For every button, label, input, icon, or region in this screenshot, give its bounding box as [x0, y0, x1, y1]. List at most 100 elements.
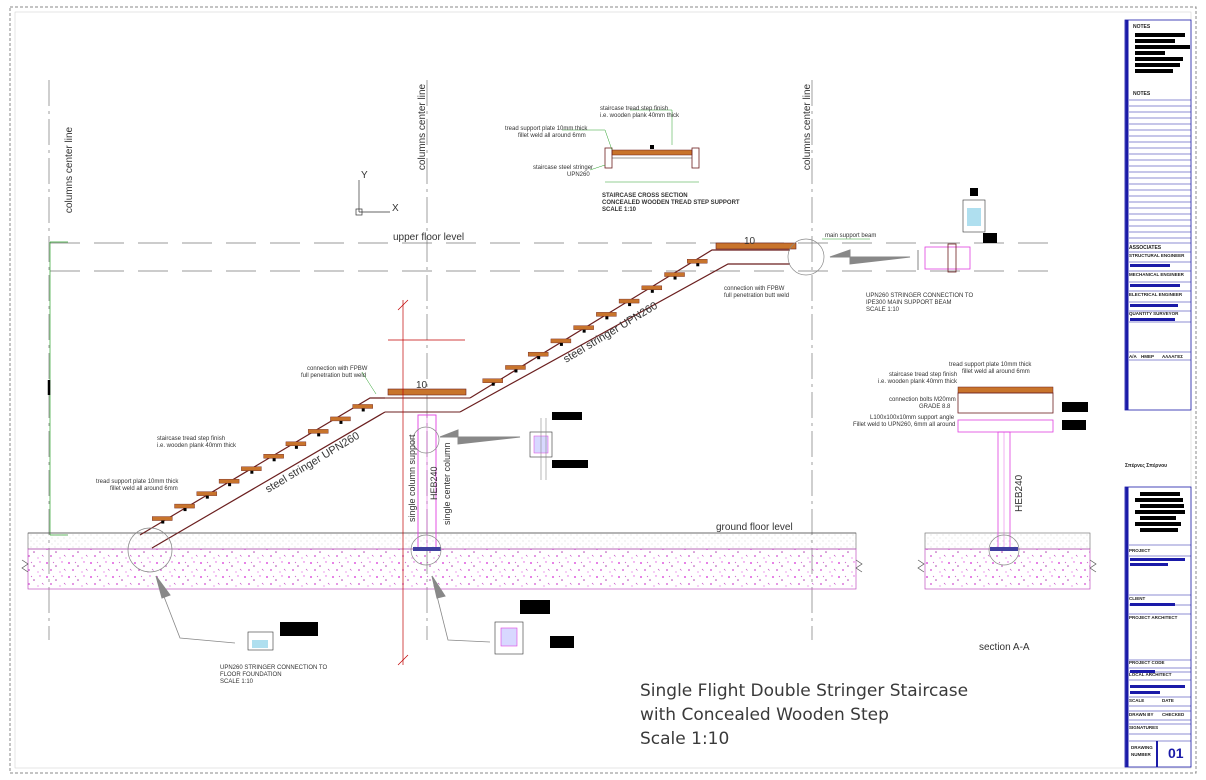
cs-stringer-2: UPN260 — [567, 172, 590, 178]
tb-stamp: Σπέρνες Σπέρνου — [1125, 463, 1167, 469]
column-heb-left-label: HEB240 — [429, 466, 439, 500]
redaction-bar — [1135, 522, 1181, 526]
tread-bolt — [582, 329, 586, 333]
tb-signatures: SIGNATURES — [1129, 725, 1158, 730]
beam-conn-line1: UPN260 STRINGER CONNECTION TO — [866, 293, 973, 299]
redaction-bar — [1140, 504, 1184, 508]
tread-step — [687, 259, 708, 264]
ground-slab — [21, 532, 1097, 590]
redaction-bar — [1135, 498, 1183, 502]
tread-step — [596, 312, 617, 317]
redaction-bar — [1130, 558, 1185, 561]
redaction-bar — [1130, 685, 1185, 688]
column-center-line-label-2: columns center line — [417, 83, 428, 170]
tread-step — [527, 351, 549, 357]
foundation-connection-detail — [247, 600, 574, 655]
fpbw-top-2: full penetration butt weld — [724, 293, 789, 299]
main-support-beam-label: main support beam — [825, 233, 876, 239]
title-block-lines — [1129, 99, 1191, 767]
tb-mechanical: MECHANICAL ENGINEER — [1129, 272, 1185, 277]
tb-quantity: QUANTITY SURVEYOR — [1129, 311, 1179, 316]
tread-bolt — [696, 263, 700, 267]
cs-stringer-1: staircase steel stringer — [533, 165, 593, 171]
tb-project: PROJECT — [1129, 548, 1151, 553]
column-connection-detail — [529, 412, 588, 480]
ucs-axis-icon — [355, 180, 390, 216]
redaction-bar — [1135, 39, 1175, 43]
cross-section-detail — [562, 109, 700, 183]
redaction-bar — [1135, 45, 1190, 49]
axis-y-label: Y — [361, 170, 368, 181]
tb-scale: SCALE — [1129, 698, 1144, 703]
top-tread — [715, 242, 797, 250]
sa-bolts-2: GRADE 8.8 — [919, 404, 951, 410]
tread-step — [664, 272, 685, 277]
sa-angle-1: L100x100x10mm support angle — [870, 415, 955, 421]
sa-angle-2: Fillet weld to UPN260, 6mm all around — [853, 422, 955, 428]
detail-arrows — [155, 249, 911, 644]
center-column — [410, 414, 442, 566]
cs-title-3: SCALE 1:10 — [602, 207, 637, 213]
tread-finish-1: staircase tread step finish — [157, 436, 225, 442]
ground-floor-level-label: ground floor level — [716, 522, 793, 533]
redaction-bar — [1130, 563, 1168, 566]
tread-step — [641, 285, 663, 291]
cs-title-2: CONCEALED WOODEN TREAD STEP SUPPORT — [602, 200, 740, 206]
tread-bolt — [250, 470, 254, 474]
tread-step — [482, 378, 503, 383]
column-support-label: single column support — [407, 434, 417, 522]
stringer-upper — [459, 249, 790, 413]
tb-notes-2: NOTES — [1133, 91, 1151, 97]
tb-local-architect: LOCAL ARCHITECT — [1129, 672, 1172, 677]
tb-date: DATE — [1162, 698, 1174, 703]
tread-support-1: tread support plate 10mm thick — [96, 479, 179, 485]
main-title-line1: Single Flight Double Stringer Staircase — [640, 681, 968, 701]
foundation-conn-line1: UPN260 STRINGER CONNECTION TO — [220, 665, 327, 671]
cs-finish-2: i.e. wooden plank 40mm thick — [600, 113, 680, 119]
title-block-redactions — [1130, 33, 1190, 694]
foundation-detail-circle — [127, 527, 173, 573]
sa-finish-1: staircase tread step finish — [889, 372, 957, 378]
beam-connection-detail — [917, 188, 997, 273]
main-title-line3: Scale 1:10 — [640, 729, 729, 749]
tread-step — [263, 454, 284, 459]
beam-detail-circle — [787, 238, 825, 276]
tread-step — [505, 365, 526, 370]
tread-step — [241, 466, 262, 471]
tb-checked: CHECKED — [1162, 712, 1185, 717]
column-center-lines — [48, 80, 813, 640]
redaction-bar — [1140, 492, 1180, 496]
axis-x-label: X — [392, 203, 399, 214]
tread-step — [550, 338, 572, 344]
redaction-bar — [1130, 318, 1175, 321]
tread-bolt — [650, 289, 654, 293]
beam-conn-line3: SCALE 1:10 — [866, 307, 900, 313]
redaction-bar — [1130, 284, 1180, 287]
fpbw-mid-2: full penetration butt weld — [301, 373, 366, 379]
tread-bolt — [628, 303, 632, 307]
upper-floor-lines — [50, 242, 1060, 272]
tread-bolt — [673, 276, 677, 280]
tb-electrical: ELECTRICAL ENGINEER — [1129, 292, 1183, 297]
tread-step — [174, 503, 195, 509]
sheet-border — [9, 6, 1197, 774]
redaction-bar — [1130, 264, 1170, 267]
title-block — [1124, 19, 1192, 768]
tread-step — [152, 516, 173, 521]
tread-bolt — [294, 445, 298, 449]
tread-bolt — [559, 342, 563, 346]
column-heb-right-label: HEB240 — [1014, 474, 1025, 512]
redaction-bar — [1130, 691, 1160, 694]
fpbw-top-1: connection with FPBW — [724, 286, 785, 292]
redaction-bar — [1130, 670, 1155, 673]
tread-step — [218, 478, 240, 484]
tread-step — [618, 298, 640, 304]
tread-step — [196, 491, 218, 496]
sa-support-2: fillet weld all around 6mm — [962, 369, 1030, 375]
tb-rev-col-1: A/A — [1129, 354, 1138, 359]
upper-floor-level-label: upper floor level — [393, 232, 464, 243]
tread-steps — [152, 259, 708, 524]
tb-associates: ASSOCIATES — [1129, 245, 1162, 251]
tread-finish-2: i.e. wooden plank 40mm thick — [157, 443, 237, 449]
